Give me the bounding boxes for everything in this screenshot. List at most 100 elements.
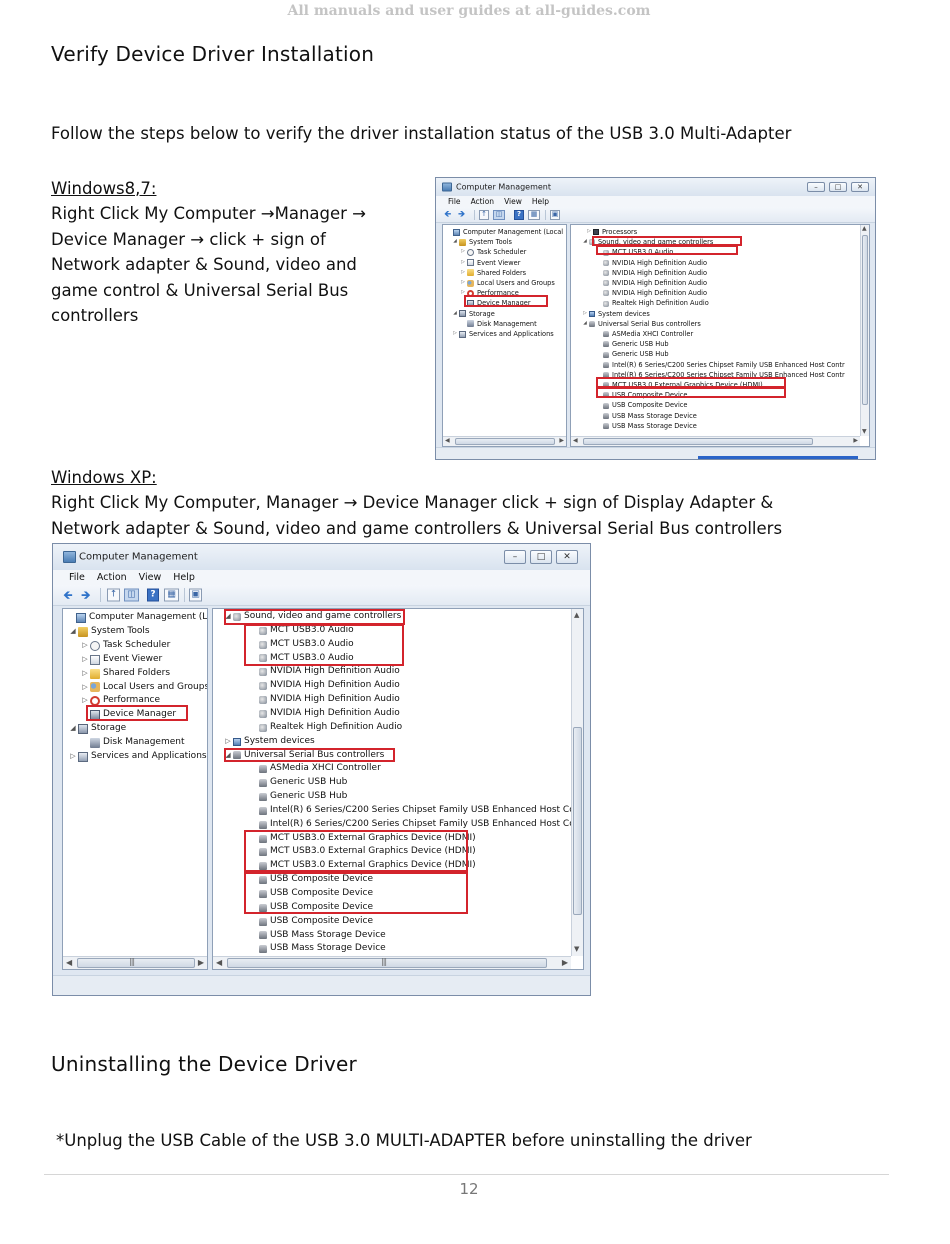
properties-icon[interactable]: ▦ xyxy=(528,209,540,220)
scroll-right-icon[interactable]: ▶ xyxy=(559,437,564,444)
tree-item[interactable]: NVIDIA High Definition Audio xyxy=(249,693,400,707)
scroll-down-icon[interactable]: ▼ xyxy=(862,428,867,435)
expander-icon[interactable]: ◢ xyxy=(225,612,231,620)
minimize-icon[interactable]: – xyxy=(504,550,526,564)
expander-icon[interactable]: ◢ xyxy=(583,239,587,245)
expander-icon[interactable]: ▷ xyxy=(461,280,465,286)
tree-item[interactable]: NVIDIA High Definition Audio xyxy=(595,278,707,288)
tree-item[interactable]: MCT USB3.0 Audio xyxy=(595,247,673,257)
tree-item[interactable]: ▷Task Scheduler xyxy=(459,247,526,257)
up-folder-icon[interactable]: ↑ xyxy=(107,588,120,602)
tree-item[interactable]: Generic USB Hub xyxy=(249,776,347,790)
expander-icon[interactable]: ◢ xyxy=(583,320,587,326)
tree-item[interactable]: ◢System Tools xyxy=(451,237,512,247)
expander-icon[interactable]: ▷ xyxy=(82,640,88,649)
scroll-thumb[interactable] xyxy=(583,438,813,445)
tree-item[interactable]: MCT USB3.0 Audio xyxy=(249,624,354,638)
tree-item[interactable]: ▷Shared Folders xyxy=(459,268,526,278)
tree-item[interactable]: Realtek High Definition Audio xyxy=(249,721,402,735)
tree-item[interactable]: Disk Management xyxy=(80,736,184,750)
expander-icon[interactable]: ◢ xyxy=(225,750,231,759)
tree-item[interactable]: USB Composite Device xyxy=(249,901,373,915)
horizontal-scrollbar[interactable]: ◀ ▶ xyxy=(571,436,860,446)
tree-item[interactable]: ▷Services and Applications xyxy=(68,750,207,764)
vertical-scrollbar[interactable]: ▲ ▼ xyxy=(860,225,869,436)
tree-item[interactable]: ◢Universal Serial Bus controllers xyxy=(581,319,701,329)
scroll-thumb[interactable] xyxy=(455,438,555,445)
tree-item[interactable]: Generic USB Hub xyxy=(595,349,669,359)
tree-item[interactable]: ◢Storage xyxy=(451,309,495,319)
scroll-left-icon[interactable]: ◀ xyxy=(216,958,223,967)
tree-item[interactable]: MCT USB3.0 Audio xyxy=(249,652,354,666)
scroll-down-icon[interactable]: ▼ xyxy=(574,945,580,953)
tree-item[interactable]: ◢Universal Serial Bus controllers xyxy=(223,749,384,763)
tree-item[interactable]: ◢Sound, video and game controllers xyxy=(223,610,401,624)
maximize-icon[interactable]: □ xyxy=(829,182,847,192)
tree-item[interactable]: ◢System Tools xyxy=(68,625,150,639)
menu-action[interactable]: Action xyxy=(470,197,495,206)
menu-help[interactable]: Help xyxy=(531,197,549,206)
tree-item[interactable]: ▷System devices xyxy=(581,309,650,319)
expander-icon[interactable]: ◢ xyxy=(70,724,76,733)
vertical-scrollbar[interactable]: ▲ ▼ xyxy=(571,609,583,956)
tree-item[interactable]: USB Mass Storage Device xyxy=(249,929,386,943)
tree-item[interactable]: ▷Performance xyxy=(80,694,160,708)
tree-item[interactable]: ASMedia XHCI Controller xyxy=(249,762,381,776)
expander-icon[interactable]: ▷ xyxy=(82,668,88,677)
tree-item[interactable]: Intel(R) 6 Series/C200 Series Chipset Fa… xyxy=(595,360,845,370)
forward-icon[interactable]: 🡺 xyxy=(81,588,91,602)
tree-item[interactable]: NVIDIA High Definition Audio xyxy=(249,707,400,721)
tree-item[interactable]: USB Mass Storage Device xyxy=(249,942,386,956)
tree-item[interactable]: ▷Local Users and Groups xyxy=(459,278,555,288)
show-tree-icon[interactable]: ◫ xyxy=(124,588,139,602)
horizontal-scrollbar[interactable]: ◀ ▶ xyxy=(443,436,566,446)
show-tree-icon[interactable]: ◫ xyxy=(493,209,505,220)
tree-item[interactable]: Device Manager xyxy=(459,298,531,308)
menu-help[interactable]: Help xyxy=(173,572,195,583)
scroll-left-icon[interactable]: ◀ xyxy=(573,437,578,444)
expander-icon[interactable]: ▷ xyxy=(587,229,591,235)
tree-item[interactable]: ▷Shared Folders xyxy=(80,667,170,681)
tree-item[interactable]: USB Composite Device xyxy=(595,390,687,400)
expander-icon[interactable]: ▷ xyxy=(82,696,88,705)
expander-icon[interactable]: ▷ xyxy=(461,290,465,296)
tree-item[interactable]: MCT USB3.0 Audio xyxy=(249,638,354,652)
tree-item[interactable]: MCT USB3.0 External Graphics Device (HDM… xyxy=(249,832,476,846)
properties-icon[interactable]: ▦ xyxy=(164,588,179,602)
tree-item[interactable]: USB Mass Storage Device xyxy=(595,411,697,421)
scroll-thumb[interactable] xyxy=(573,727,582,915)
tree-item[interactable]: MCT USB3.0 External Graphics Device (HDM… xyxy=(595,380,763,390)
scan-hardware-icon[interactable]: ▣ xyxy=(189,588,202,602)
maximize-icon[interactable]: □ xyxy=(530,550,552,564)
tree-item[interactable]: ▷Event Viewer xyxy=(80,653,162,667)
expander-icon[interactable]: ▷ xyxy=(82,682,88,691)
tree-item[interactable]: ▷Event Viewer xyxy=(459,258,520,268)
tree-item[interactable]: USB Composite Device xyxy=(249,887,373,901)
expander-icon[interactable]: ◢ xyxy=(453,239,457,245)
tree-item[interactable]: ▷Performance xyxy=(459,288,519,298)
tree-item[interactable]: MCT USB3.0 External Graphics Device (HDM… xyxy=(249,845,476,859)
scroll-right-icon[interactable]: ▶ xyxy=(561,958,568,967)
tree-item[interactable]: Disk Management xyxy=(459,319,537,329)
scroll-thumb[interactable] xyxy=(227,958,547,968)
expander-icon[interactable]: ▷ xyxy=(225,736,231,745)
scroll-up-icon[interactable]: ▲ xyxy=(574,611,580,619)
menu-action[interactable]: Action xyxy=(96,572,127,583)
tree-item[interactable]: ▷Processors xyxy=(585,227,637,237)
back-icon[interactable]: 🡸 xyxy=(63,588,73,602)
menu-view[interactable]: View xyxy=(138,572,162,583)
expander-icon[interactable]: ◢ xyxy=(70,626,76,635)
scroll-left-icon[interactable]: ◀ xyxy=(66,958,73,967)
tree-item[interactable]: Computer Management (Local xyxy=(66,611,207,625)
tree-item[interactable]: Intel(R) 6 Series/C200 Series Chipset Fa… xyxy=(249,818,583,832)
tree-item[interactable]: ▷Task Scheduler xyxy=(80,639,170,653)
scroll-right-icon[interactable]: ▶ xyxy=(197,958,204,967)
tree-item[interactable]: Computer Management (Local xyxy=(445,227,563,237)
help-icon[interactable]: ? xyxy=(147,588,159,602)
menu-view[interactable]: View xyxy=(504,197,522,206)
scroll-thumb[interactable] xyxy=(77,958,195,968)
tree-item[interactable]: ▷Services and Applications xyxy=(451,329,553,339)
horizontal-scrollbar[interactable]: ◀ ||| ▶ xyxy=(63,956,207,969)
help-icon[interactable]: ? xyxy=(514,209,524,220)
tree-item[interactable]: Device Manager xyxy=(80,708,176,722)
